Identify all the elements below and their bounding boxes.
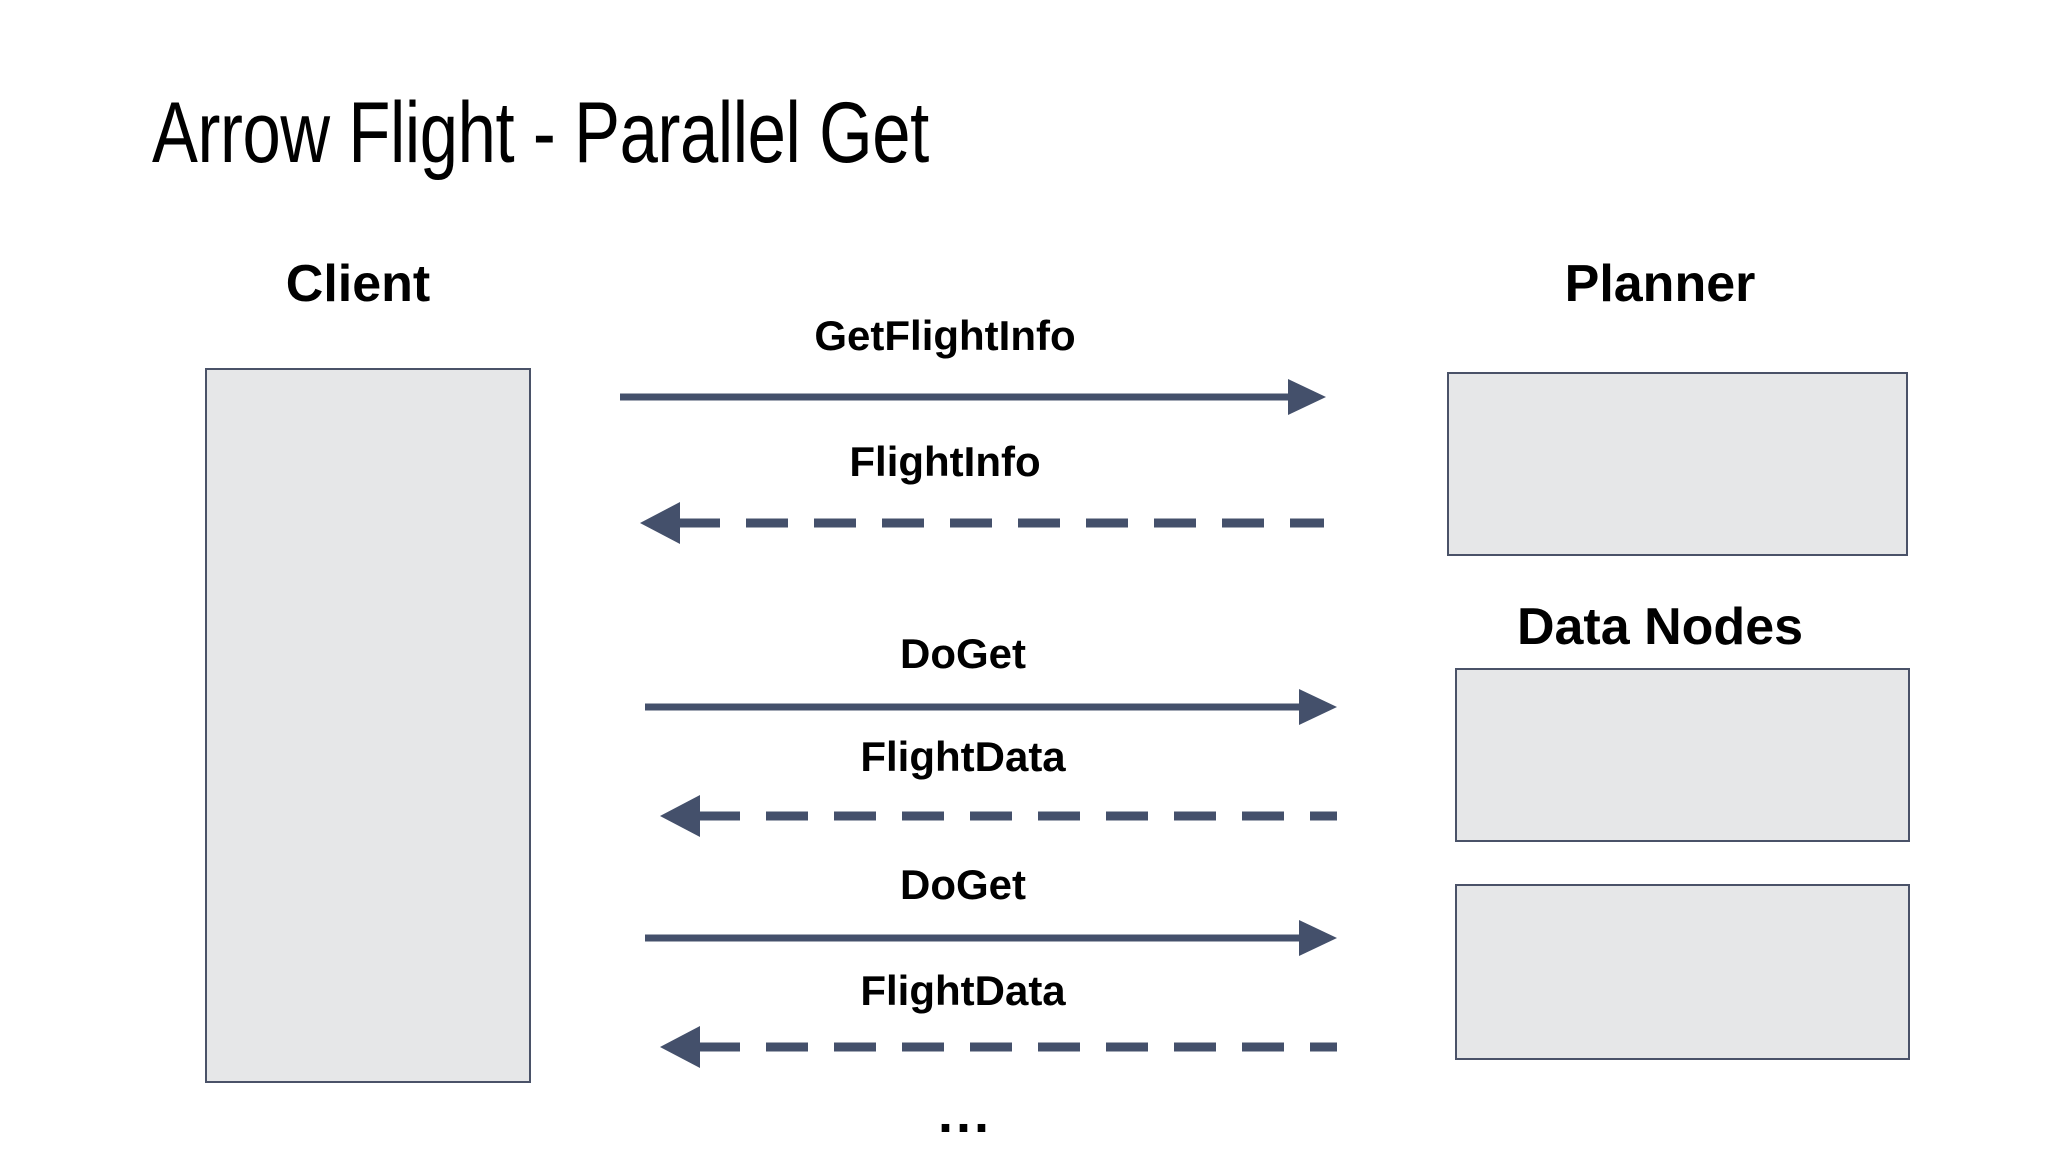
message-arrow-flightdata-1 [660,793,1337,839]
continuation-ellipsis: ... [937,1084,993,1144]
planner-box [1447,372,1908,556]
message-label-doget-2: DoGet [900,861,1026,908]
column-heading-planner: Planner [1564,255,1756,313]
message-arrow-getflightinfo [620,374,1326,420]
client-lifeline-box [205,368,531,1083]
message-label-doget-1: DoGet [900,630,1026,677]
message-label-getflightinfo: GetFlightInfo [814,312,1076,359]
column-heading-client: Client [285,255,431,313]
message-label-flightdata-2: FlightData [860,967,1066,1014]
message-arrow-doget-2 [645,915,1337,961]
message-label-flightinfo: FlightInfo [849,438,1041,485]
column-heading-data-nodes: Data Nodes [1516,598,1804,656]
page-title: Arrow Flight - Parallel Get [152,85,929,181]
message-arrow-flightdata-2 [660,1024,1337,1070]
message-label-flightdata-1: FlightData [860,733,1066,780]
message-arrow-flightinfo [640,500,1324,546]
message-arrow-doget-1 [645,684,1337,730]
data-node-box-2 [1455,884,1910,1060]
data-node-box-1 [1455,668,1910,842]
